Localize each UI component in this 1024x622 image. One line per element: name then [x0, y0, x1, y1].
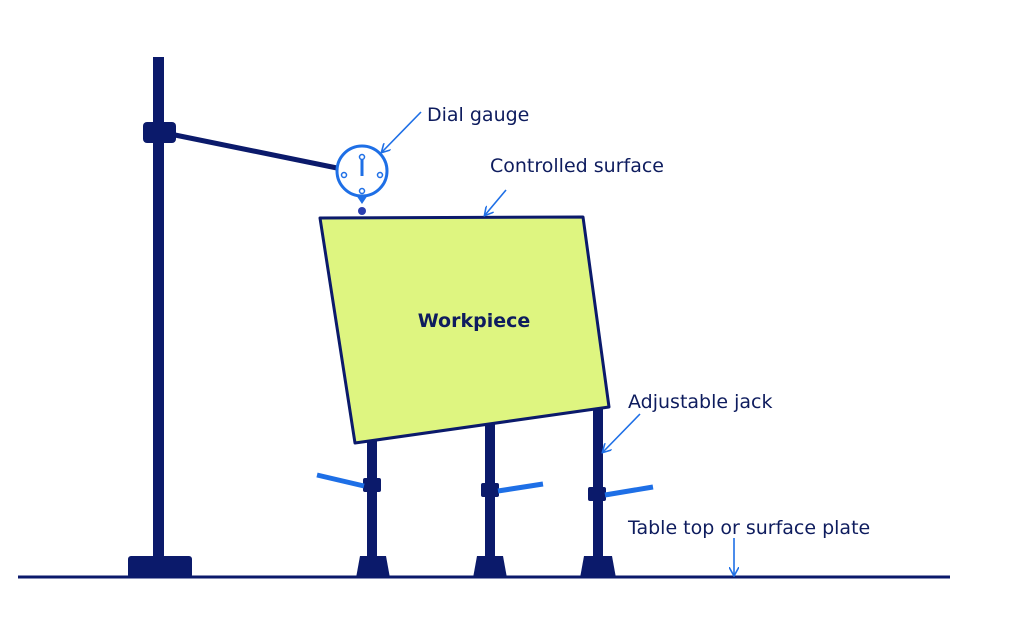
table-top-label: Table top or surface plate — [627, 517, 870, 539]
dial-gauge-icon — [335, 144, 389, 215]
workpiece-label: Workpiece — [418, 310, 531, 332]
dial-gauge-arrow — [382, 111, 422, 152]
adjustable-jack-label: Adjustable jack — [628, 391, 772, 413]
workpiece — [318, 215, 611, 445]
adjustable-jack-arrow — [603, 413, 641, 452]
controlled-surface-arrow — [485, 189, 507, 215]
indicator-stand — [128, 57, 338, 578]
controlled-surface-label: Controlled surface — [490, 155, 664, 177]
dial-gauge-label: Dial gauge — [427, 104, 529, 126]
jacks — [316, 404, 654, 578]
